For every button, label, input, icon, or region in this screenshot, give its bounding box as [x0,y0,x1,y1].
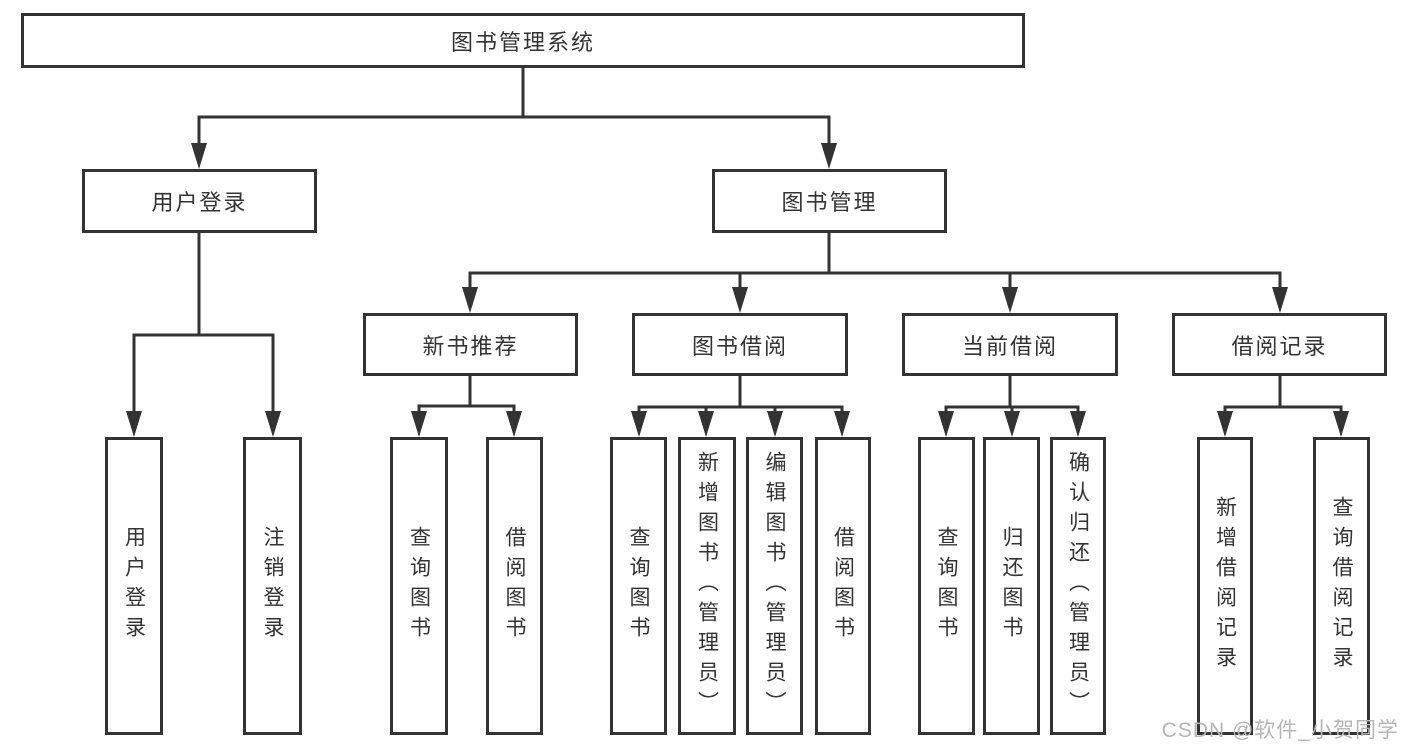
leaf-return-book: 归还图书 [983,437,1040,735]
leaf-confirm-return-admin: 确认归还（管理员） [1050,437,1106,735]
leaf-current-query-book: 查询图书 [918,437,975,735]
csdn-watermark: CSDN @软件_小贺同学 [1161,719,1399,742]
leaf-borrow-book: 借阅图书 [815,437,871,735]
leaf-query-borrow-record: 查询借阅记录 [1313,437,1370,735]
leaf-recommend-query-book: 查询图书 [390,437,448,735]
leaf-add-borrow-record: 新增借阅记录 [1197,437,1253,735]
node-current-borrow: 当前借阅 [902,313,1118,376]
leaf-borrow-query-book: 查询图书 [610,437,667,735]
leaf-add-book-admin: 新增图书（管理员） [678,437,736,735]
node-root-library-system: 图书管理系统 [21,13,1025,68]
node-new-book-recommend: 新书推荐 [363,313,578,376]
leaf-recommend-borrow-book: 借阅图书 [486,437,543,735]
node-book-borrow: 图书借阅 [632,313,848,376]
arrowheads [126,143,1349,437]
node-book-management: 图书管理 [712,169,947,233]
leaf-edit-book-admin: 编辑图书（管理员） [746,437,803,735]
leaf-logout: 注销登录 [243,437,302,735]
leaf-user-login: 用户登录 [105,437,163,735]
node-borrow-record: 借阅记录 [1172,313,1387,376]
node-user-login: 用户登录 [82,169,317,233]
